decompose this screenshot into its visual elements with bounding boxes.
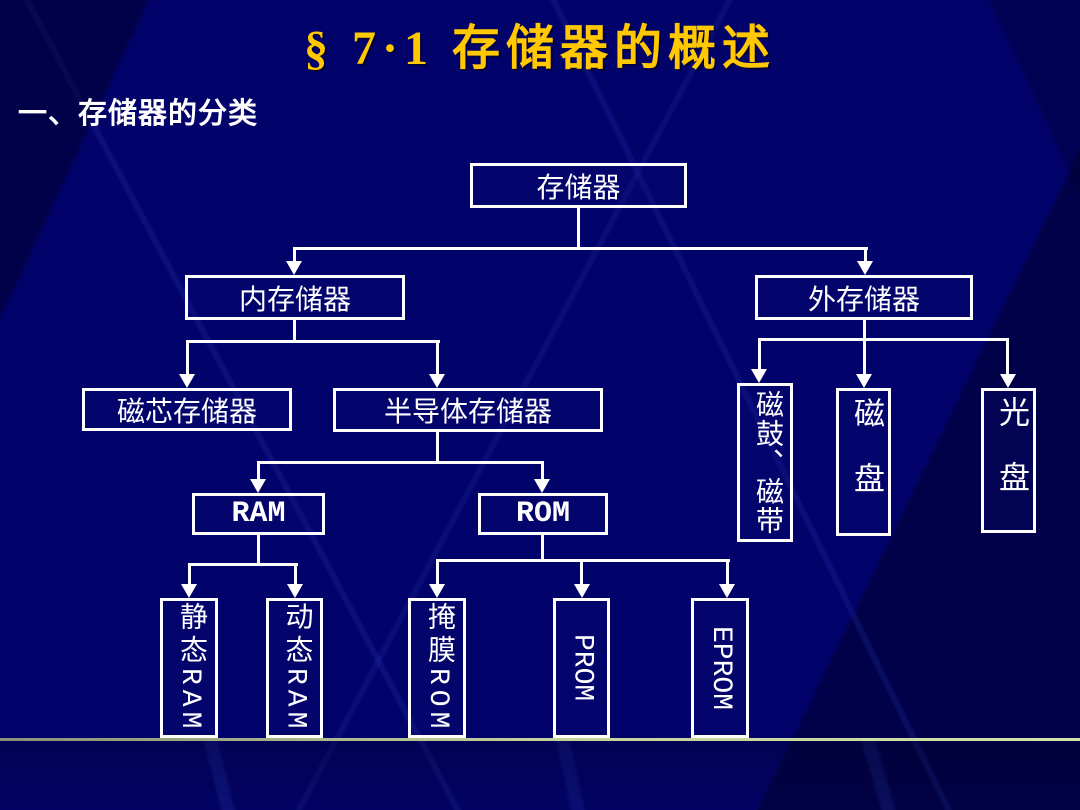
node-core-memory-label: 磁芯存储器 — [116, 396, 257, 428]
node-optical-disk: 光盘 — [981, 388, 1036, 533]
node-magnetic-disk-label: 磁盘 — [846, 397, 881, 527]
slide-title: § 7·1 存储器的概述 — [303, 22, 776, 75]
node-mask-rom: 掩膜ROM — [408, 598, 466, 738]
arrow-down-icon — [856, 374, 872, 388]
node-core-memory: 磁芯存储器 — [82, 388, 292, 431]
arrow-down-icon — [751, 369, 767, 383]
node-ram-label: RAM — [231, 497, 286, 531]
arrow-down-icon — [429, 374, 445, 388]
node-internal-memory-label: 内存储器 — [238, 284, 351, 316]
section-heading: 一、存储器的分类 — [18, 98, 259, 130]
arrow-down-icon — [286, 261, 302, 275]
arrow-down-icon — [287, 584, 303, 598]
node-prom-label: PROM — [566, 634, 598, 702]
arrow-down-icon — [429, 584, 445, 598]
arrow-down-icon — [181, 584, 197, 598]
arrow-down-icon — [534, 479, 550, 493]
node-ram: RAM — [192, 493, 325, 535]
node-static-ram-label: 静态RAM — [174, 602, 205, 734]
node-static-ram: 静态RAM — [160, 598, 218, 738]
node-drum-tape-label: 磁鼓、磁带 — [750, 390, 781, 535]
node-magnetic-disk: 磁盘 — [836, 388, 891, 536]
footer-background-texture — [0, 741, 1080, 810]
arrow-down-icon — [179, 374, 195, 388]
arrow-down-icon — [574, 584, 590, 598]
node-rom: ROM — [478, 493, 608, 535]
node-internal-memory: 内存储器 — [185, 275, 405, 320]
node-eprom-label: EPROM — [705, 625, 736, 710]
node-optical-disk-label: 光盘 — [991, 395, 1026, 526]
node-dynamic-ram: 动态RAM — [266, 598, 323, 738]
node-dynamic-ram-label: 动态RAM — [279, 602, 311, 734]
node-eprom: EPROM — [691, 598, 749, 738]
arrow-down-icon — [1000, 374, 1016, 388]
node-drum-tape: 磁鼓、磁带 — [737, 383, 793, 542]
arrow-down-icon — [719, 584, 735, 598]
bottom-divider-line — [0, 738, 1080, 741]
node-rom-label: ROM — [515, 497, 570, 531]
node-prom: PROM — [553, 598, 610, 738]
arrow-down-icon — [857, 261, 873, 275]
node-semiconductor-memory-label: 半导体存储器 — [383, 397, 552, 428]
node-external-memory-label: 外存储器 — [807, 284, 920, 316]
arrow-down-icon — [250, 479, 266, 493]
node-memory-label: 存储器 — [536, 172, 621, 204]
node-memory: 存储器 — [470, 163, 687, 208]
node-external-memory: 外存储器 — [755, 275, 973, 320]
node-semiconductor-memory: 半导体存储器 — [333, 388, 603, 432]
node-mask-rom-label: 掩膜ROM — [422, 602, 453, 734]
